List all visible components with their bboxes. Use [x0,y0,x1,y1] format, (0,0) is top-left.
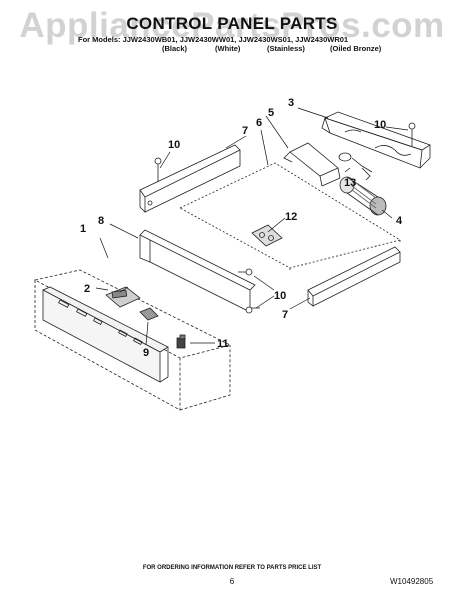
callout-2: 2 [84,283,90,295]
callout-10-left: 10 [168,139,180,151]
finish-oiled-bronze: (Oiled Bronze) [330,44,382,53]
screw-part-10-c [238,268,260,314]
callout-10-right: 10 [374,119,386,131]
front-rail-part-7-lower [307,246,401,307]
page-title: CONTROL PANEL PARTS [126,14,338,33]
front-trim-part-8 [139,229,256,313]
callout-4: 4 [396,215,403,227]
clip-part-11 [176,334,186,349]
finish-stainless: (Stainless) [267,44,305,53]
callout-11: 11 [217,338,229,350]
module-part-12 [251,224,283,247]
finish-black: (Black) [162,44,188,53]
callout-9: 9 [143,347,149,359]
callout-7-upper: 7 [242,125,248,137]
watermark: AppliancePartsPros.com [19,6,445,45]
fan-bracket-part-13 [338,152,373,181]
callout-6: 6 [256,117,262,129]
callout-3: 3 [288,97,294,109]
ordering-note: FOR ORDERING INFORMATION REFER TO PARTS … [142,565,322,571]
screw-part-10-b [408,122,416,146]
control-panel-assembly-part-1 [33,269,232,411]
screw-part-10-a [154,157,162,182]
side-rail-part-7-upper [139,144,241,213]
callout-1: 1 [80,223,86,235]
callout-13: 13 [344,177,356,189]
document-number: W10492805 [390,577,434,586]
rear-bracket-part-3 [321,111,431,169]
callout-7-lower: 7 [282,309,288,321]
leader-lines [95,107,409,346]
keypad-part-9 [139,307,159,321]
callout-8: 8 [98,215,104,227]
bracket-part-5 [283,142,341,187]
callout-10-bottom: 10 [274,290,286,302]
page-number: 6 [229,577,235,586]
blower-part-4 [339,176,387,216]
models-line: For Models: JJW2430WB01, JJW2430WW01, JJ… [78,35,349,44]
finish-white: (White) [215,44,241,53]
callout-5: 5 [268,107,274,119]
callout-12: 12 [285,211,297,223]
